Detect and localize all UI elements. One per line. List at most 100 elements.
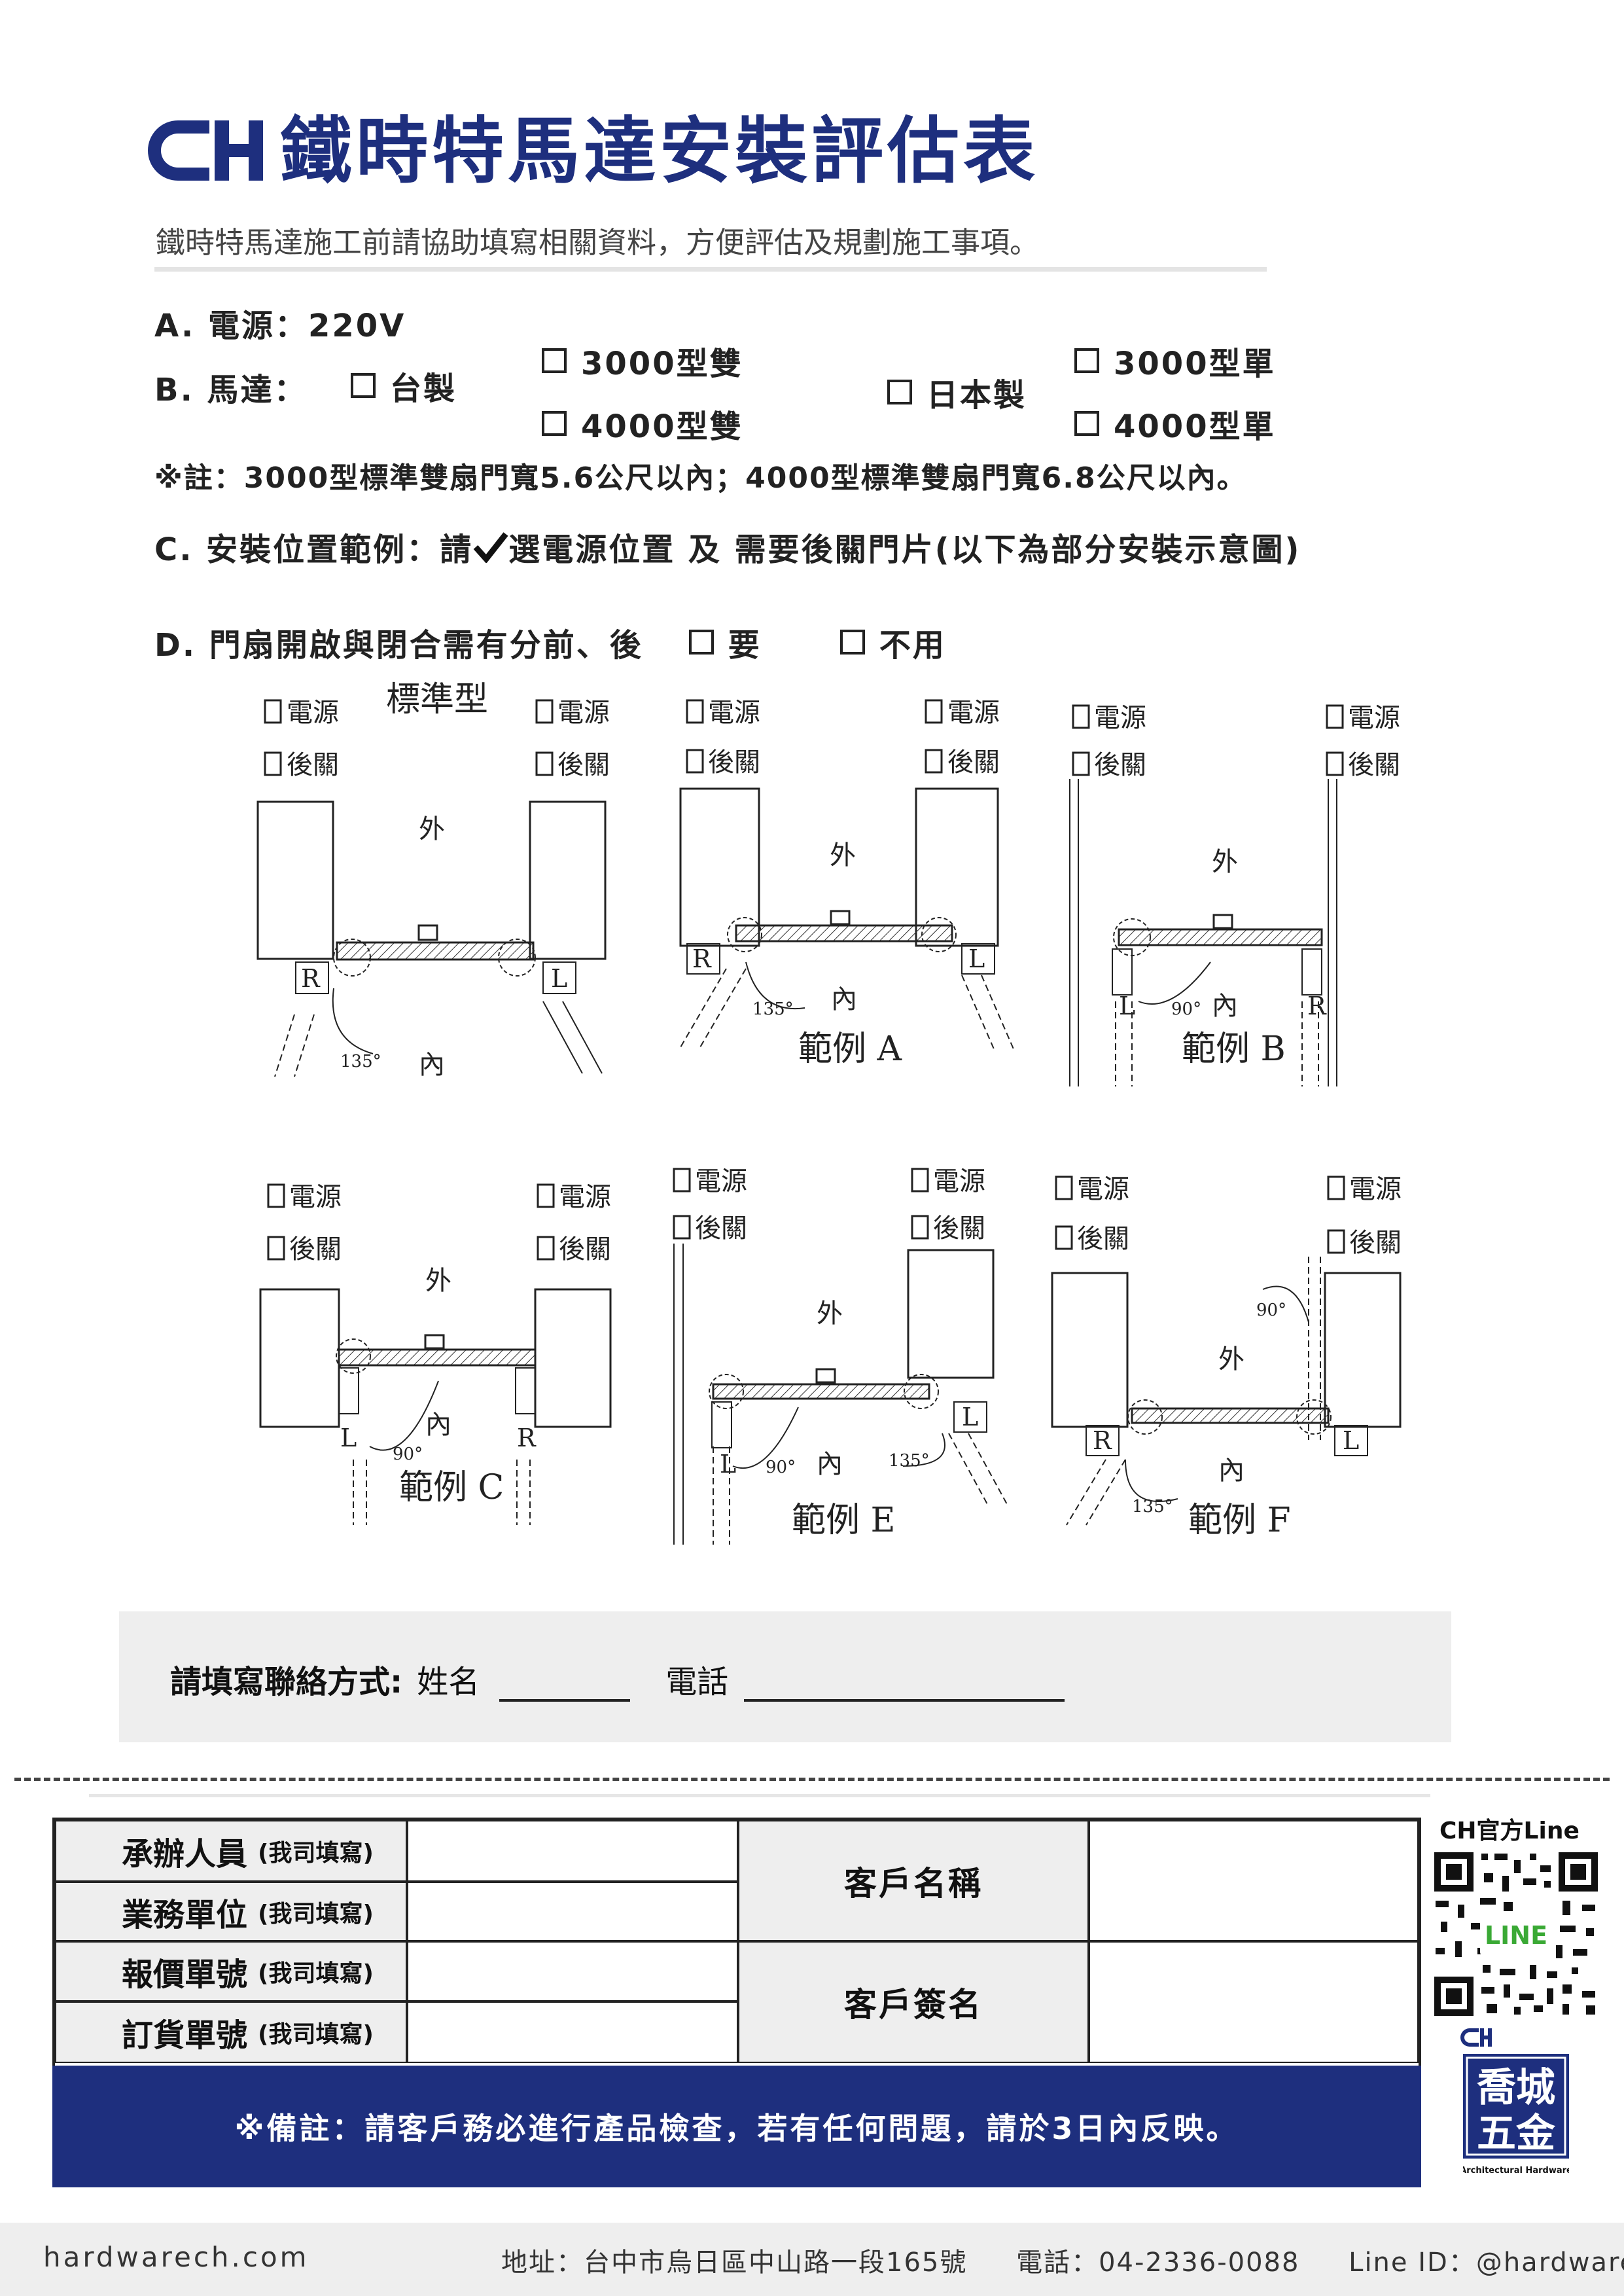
- footer-bar: [0, 2223, 1624, 2296]
- standard-label: 標準型: [386, 680, 488, 719]
- diagram-example-b: 電源 後關 電源 後關 外 內 範例 B L R 90°: [1069, 703, 1400, 1086]
- rear-close-label: 後關: [1349, 1228, 1402, 1258]
- power-checkbox-left[interactable]: [264, 699, 282, 724]
- svg-text:L: L: [720, 1450, 736, 1479]
- motor-label: B. 馬達：: [154, 372, 308, 408]
- no-checkbox[interactable]: [839, 630, 865, 655]
- line-text: LINE: [1485, 1921, 1547, 1950]
- inside-label: 內: [831, 984, 857, 1014]
- 4000-double-checkbox[interactable]: [542, 411, 567, 436]
- rear-close-checkbox-left[interactable]: [1055, 1225, 1073, 1250]
- phone-field[interactable]: [744, 1670, 1065, 1702]
- rear-close-checkbox-left[interactable]: [673, 1215, 691, 1240]
- rear-close-label: 後關: [947, 747, 1000, 778]
- power-checkbox-right[interactable]: [1327, 1175, 1345, 1200]
- rear-close-checkbox-right[interactable]: [911, 1215, 929, 1240]
- option-no[interactable]: 不用: [839, 619, 946, 665]
- power-checkbox-right[interactable]: [535, 699, 554, 724]
- svg-text:90°: 90°: [1171, 999, 1201, 1019]
- quote-number-field[interactable]: [407, 1941, 738, 2001]
- power-label: 電源: [1348, 703, 1400, 733]
- option-4000-double[interactable]: 4000型雙: [542, 401, 743, 446]
- power-checkbox-left[interactable]: [1055, 1175, 1073, 1200]
- option-3000-double[interactable]: 3000型雙: [542, 338, 743, 384]
- power-checkbox-right[interactable]: [537, 1183, 555, 1208]
- page-subtitle: 鐵時特馬達施工前請協助填寫相關資料，方便評估及規劃施工事項。: [156, 225, 1040, 260]
- rear-close-checkbox-right[interactable]: [535, 751, 554, 776]
- customer-name-field[interactable]: [1089, 1820, 1419, 1941]
- power-checkbox-left[interactable]: [267, 1183, 285, 1208]
- 4000-single-checkbox[interactable]: [1074, 411, 1099, 436]
- rear-close-checkbox-left[interactable]: [1072, 751, 1090, 776]
- sales-unit-field[interactable]: [407, 1882, 738, 1941]
- power-spec: A. 電源：220V: [154, 308, 406, 344]
- rear-close-label: 後關: [1094, 750, 1146, 780]
- rear-close-checkbox-left[interactable]: [267, 1236, 285, 1261]
- svg-text:90°: 90°: [1256, 1300, 1286, 1320]
- svg-text:L: L: [551, 964, 567, 993]
- japan-checkbox[interactable]: [887, 380, 912, 404]
- example-e-label: 範例 E: [792, 1501, 896, 1540]
- rear-close-label: 後關: [695, 1213, 747, 1244]
- model-note: ※註：3000型標準雙扇門寬5.6公尺以內；4000型標準雙扇門寬6.8公尺以內…: [154, 461, 1247, 495]
- power-label: 電源: [559, 1182, 611, 1212]
- line-qr-code[interactable]: LINE: [1432, 1850, 1600, 2018]
- power-checkbox-right[interactable]: [925, 699, 943, 724]
- svg-text:90°: 90°: [393, 1444, 423, 1464]
- option-3000-single[interactable]: 3000型單: [1074, 338, 1276, 384]
- order-number-field[interactable]: [407, 2001, 738, 2063]
- rear-close-label: 後關: [933, 1213, 985, 1244]
- rear-close-checkbox-right[interactable]: [925, 749, 943, 774]
- name-field[interactable]: [499, 1670, 631, 1702]
- 3000-double-checkbox[interactable]: [542, 348, 567, 373]
- power-checkbox-left[interactable]: [673, 1168, 691, 1193]
- power-label: 電源: [289, 1182, 342, 1212]
- handler-field[interactable]: [407, 1820, 738, 1882]
- 3000-single-checkbox[interactable]: [1074, 348, 1099, 373]
- power-label: 電源: [557, 698, 609, 728]
- svg-text:135°: 135°: [752, 999, 794, 1019]
- example-b-label: 範例 B: [1182, 1030, 1286, 1069]
- power-checkbox-left[interactable]: [686, 699, 704, 724]
- rear-close-label: 後關: [557, 750, 609, 780]
- option-yes[interactable]: 要: [688, 619, 762, 665]
- power-checkbox-right[interactable]: [1326, 704, 1344, 729]
- diagram-example-c: 電源 後關 電源 後關 外 內 範例 C L R 90°: [259, 1182, 612, 1525]
- outside-label: 外: [1218, 1344, 1244, 1374]
- rear-close-checkbox-right[interactable]: [537, 1236, 555, 1261]
- power-checkbox-left[interactable]: [1072, 704, 1090, 729]
- svg-text:135°: 135°: [340, 1052, 381, 1071]
- taiwan-checkbox[interactable]: [351, 373, 376, 398]
- option-taiwan[interactable]: 台製: [351, 363, 457, 408]
- checkmark-icon: [473, 532, 508, 563]
- company-logo: [148, 120, 263, 181]
- yes-checkbox[interactable]: [688, 630, 714, 655]
- customer-sign-field[interactable]: [1089, 1941, 1419, 2063]
- svg-text:R: R: [1093, 1426, 1112, 1455]
- option-japan[interactable]: 日本製: [887, 369, 1027, 415]
- outside-label: 外: [817, 1299, 843, 1329]
- rear-close-label: 後關: [708, 747, 760, 778]
- outside-label: 外: [830, 840, 856, 870]
- rear-close-checkbox-right[interactable]: [1326, 751, 1344, 776]
- website-link[interactable]: hardwarech.com: [43, 2241, 309, 2273]
- power-checkbox-right[interactable]: [911, 1168, 929, 1193]
- power-label: 電源: [1094, 703, 1146, 733]
- rear-close-label: 後關: [559, 1234, 611, 1265]
- section-c: C. 安裝位置範例：請 選電源位置 及 需要後關門片(以下為部分安裝示意圖): [154, 531, 1301, 568]
- rear-close-checkbox-left[interactable]: [686, 749, 704, 774]
- diagram-example-a: 電源 後關 電源 後關 外 內 範例 A R L 135°: [679, 698, 1015, 1069]
- address-text: 地址：台中市烏日區中山路一段165號: [501, 2248, 968, 2278]
- outside-label: 外: [419, 814, 445, 844]
- inside-label: 內: [419, 1050, 445, 1080]
- power-label: 電源: [695, 1166, 747, 1196]
- rear-close-label: 後關: [1077, 1224, 1129, 1254]
- contact-panel: [119, 1611, 1451, 1742]
- diagram-standard: 電源 後關 電源 後關 標準型 外 內 R L 135°: [256, 680, 609, 1080]
- rear-close-checkbox-left[interactable]: [264, 751, 282, 776]
- diagram-example-f: 電源 後關 電源 後關 外 內 範例 F R L 135° 90°: [1051, 1174, 1402, 1540]
- rear-close-checkbox-right[interactable]: [1327, 1229, 1345, 1254]
- row-quote-number: 報價單號(我司填寫): [55, 1941, 407, 2001]
- option-4000-single[interactable]: 4000型單: [1074, 401, 1276, 446]
- power-label: 電源: [708, 698, 760, 728]
